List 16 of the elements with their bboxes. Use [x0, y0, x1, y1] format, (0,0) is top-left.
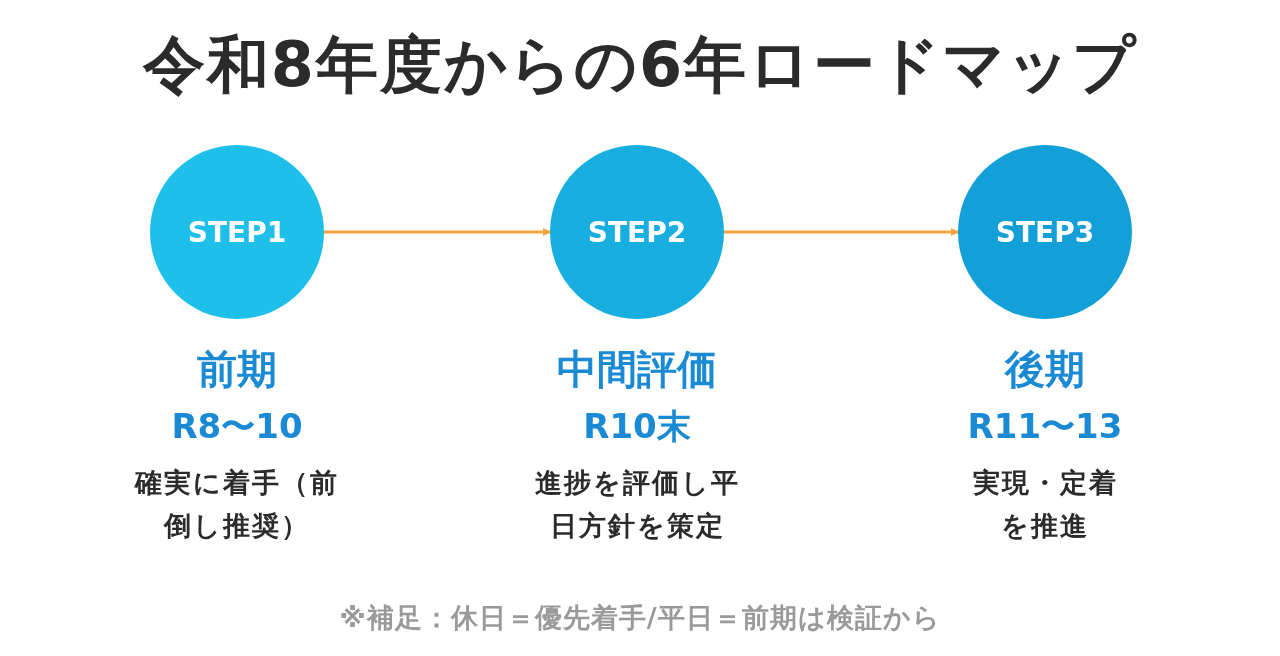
phase-heading: 前期: [197, 345, 277, 394]
title: 令和8年度からの6年ロードマップ: [141, 28, 1139, 103]
step-label: STEP3: [995, 215, 1095, 249]
step-label: STEP2: [587, 215, 687, 249]
phase-heading: 中間評価: [557, 345, 717, 394]
step-label: STEP1: [187, 215, 287, 249]
footnote: ※補足：休日＝優先着手/平日＝前期は検証から: [338, 601, 942, 635]
period-label: R11〜13: [967, 405, 1123, 448]
period-label: R10末: [583, 405, 691, 448]
phase-heading: 後期: [1005, 345, 1085, 394]
description-text: 確実に着手（前倒し推奨）: [133, 465, 340, 543]
period-label: R8〜10: [171, 405, 303, 448]
arrow: [724, 228, 959, 236]
description-text: 進捗を評価し平日方針を策定: [533, 465, 741, 543]
arrow: [324, 228, 551, 236]
description-text: 実現・定着を推進: [971, 465, 1119, 543]
